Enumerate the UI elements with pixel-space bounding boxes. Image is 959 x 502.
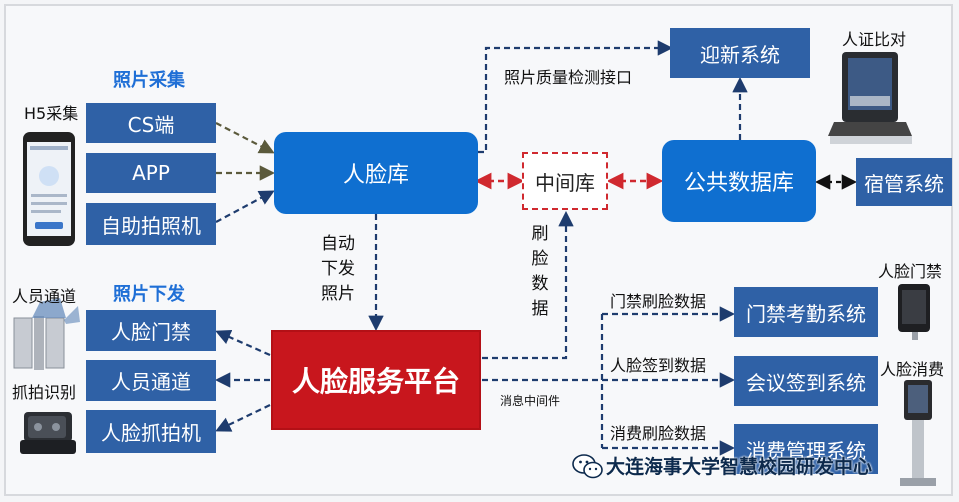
- face-service-platform-node: 人脸服务平台: [271, 330, 481, 430]
- line-facedb-to-welcome: [478, 40, 674, 154]
- id-face-compare-label: 人证比对: [842, 30, 907, 49]
- arrow-platform-to-camera: [215, 404, 271, 432]
- capture-app-box: APP: [86, 153, 216, 193]
- photo-distribution-header: 照片下发: [113, 284, 185, 305]
- turnstile-illustration: [13, 298, 80, 370]
- arrow-platform-to-middb: [482, 210, 574, 360]
- auto-distribute-label: 自动 下发 照片: [318, 232, 358, 307]
- wechat-logo-icon: [572, 454, 603, 479]
- consume-face-data-label: 消费刷脸数据: [610, 424, 707, 443]
- arrow-cs-to-facedb: [215, 122, 275, 154]
- target-staff-passage-box: 人员通道: [86, 360, 216, 401]
- middle-database-node: 中间库: [522, 152, 608, 210]
- capture-cs-box: CS端: [86, 103, 216, 143]
- face-database-node: 人脸库: [274, 132, 478, 214]
- dorm-system-box: 宿管系统: [856, 158, 952, 206]
- public-database-node: 公共数据库: [662, 140, 816, 222]
- auto-distribute-line: 自动: [321, 234, 355, 254]
- face-swipe-char: 据: [531, 299, 549, 319]
- id-face-compare-kiosk-illustration: [828, 52, 912, 144]
- arrow-platform-to-facegate: [215, 329, 271, 357]
- h5-capture-label: H5采集: [24, 104, 79, 123]
- phone-illustration: [23, 132, 75, 246]
- snapshot-recognition-label: 抓拍识别: [12, 383, 77, 402]
- staff-passage-label: 人员通道: [12, 287, 77, 306]
- message-middleware-label: 消息中间件: [500, 394, 561, 408]
- target-face-camera-box: 人脸抓拍机: [86, 410, 216, 453]
- auto-distribute-line: 照片: [321, 284, 355, 304]
- capture-kiosk-box: 自助拍照机: [86, 203, 216, 245]
- face-consumption-terminal-illustration: [900, 380, 936, 486]
- auto-distribute-line: 下发: [321, 259, 355, 279]
- face-consumption-label: 人脸消费: [880, 360, 945, 379]
- consumption-system-box: 消费管理系统: [734, 424, 878, 474]
- arrow-kiosk-to-facedb: [215, 190, 275, 223]
- photo-quality-api-label: 照片质量检测接口: [504, 68, 633, 87]
- target-face-gate-box: 人脸门禁: [86, 310, 216, 351]
- face-gate-terminal-illustration: [898, 284, 930, 340]
- face-swipe-char: 数: [531, 274, 549, 294]
- access-face-data-label: 门禁刷脸数据: [610, 292, 707, 311]
- welcome-system-box: 迎新系统: [670, 28, 810, 78]
- photo-capture-header: 照片采集: [113, 70, 185, 91]
- face-swipe-char: 脸: [531, 249, 549, 269]
- attendance-system-box: 门禁考勤系统: [734, 287, 878, 337]
- face-swipe-char: 刷: [531, 224, 549, 244]
- watermark-text: 大连海事大学智慧校园研发中心: [606, 456, 873, 478]
- face-gate-label: 人脸门禁: [878, 262, 943, 281]
- snapshot-camera-illustration: [20, 412, 76, 454]
- face-checkin-data-label: 人脸签到数据: [610, 356, 707, 375]
- meeting-checkin-system-box: 会议签到系统: [734, 356, 878, 406]
- face-swipe-data-vertical-label: 刷 脸 数 据: [528, 222, 552, 322]
